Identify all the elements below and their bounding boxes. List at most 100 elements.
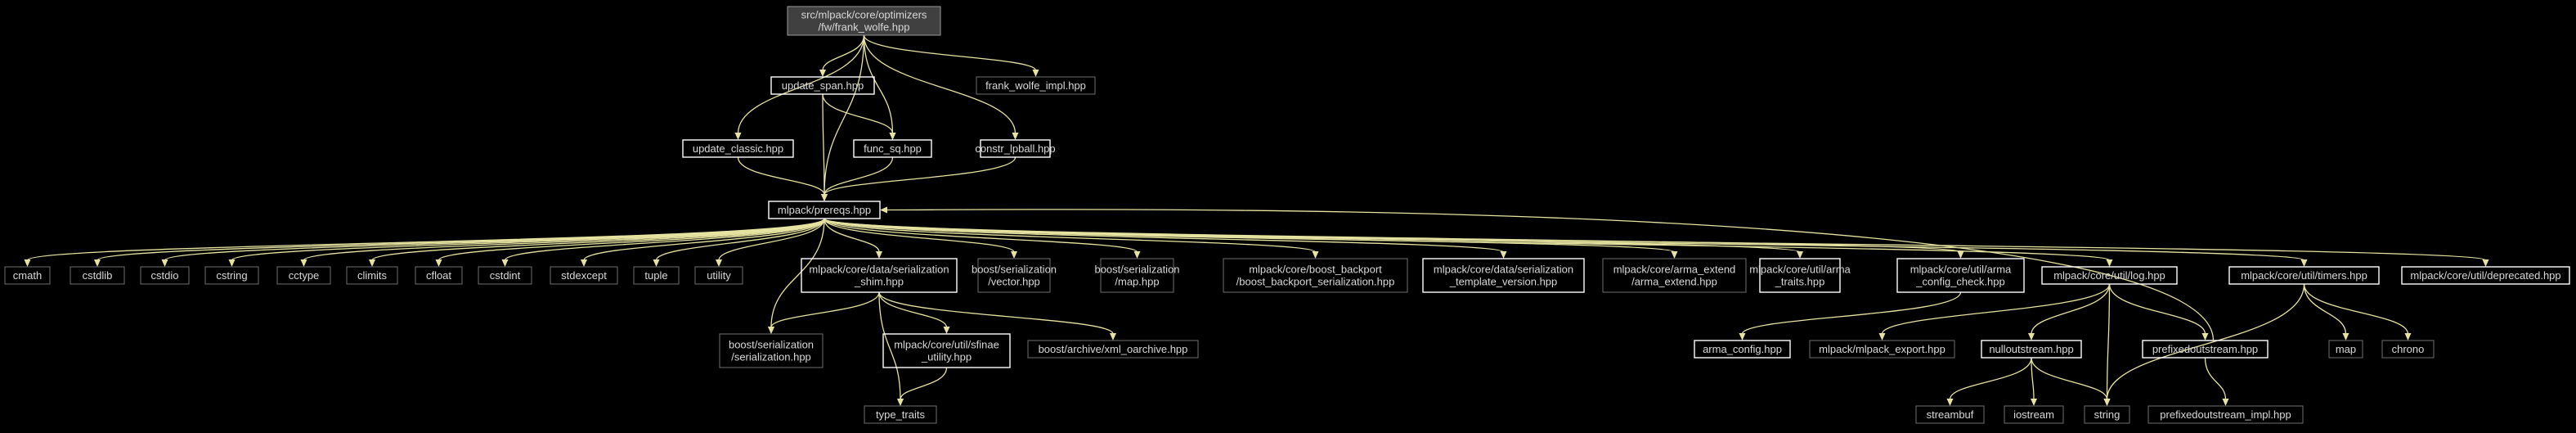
edge-func_sq-to-prereqs bbox=[824, 156, 894, 196]
edge-prereqs-to-timers bbox=[824, 218, 2305, 261]
node-box bbox=[787, 6, 941, 36]
arrowhead bbox=[1500, 251, 1507, 259]
node-update_span[interactable]: update_span.hpp bbox=[770, 76, 875, 95]
node-cstdio[interactable]: cstdio bbox=[140, 266, 190, 285]
node-arma_traits[interactable]: mlpack/core/util/arma_traits.hpp bbox=[1749, 258, 1851, 293]
node-fw_impl[interactable]: frank_wolfe_impl.hpp bbox=[976, 76, 1096, 95]
arrowhead bbox=[1946, 399, 1954, 406]
node-func_sq[interactable]: func_sq.hpp bbox=[853, 139, 932, 158]
node-deprecated[interactable]: mlpack/core/util/deprecated.hpp bbox=[2401, 266, 2570, 285]
node-label: prefixedoutstream_impl.hpp bbox=[2160, 408, 2291, 421]
node-tuple[interactable]: tuple bbox=[633, 266, 680, 285]
node-chrono[interactable]: chrono bbox=[2381, 340, 2435, 359]
node-streambuf[interactable]: streambuf bbox=[1915, 405, 1985, 424]
node-box bbox=[1422, 258, 1585, 293]
node-box bbox=[1100, 258, 1174, 293]
edge-ser_shim-to-type_traits bbox=[878, 291, 901, 400]
node-label: mlpack/core/util/deprecated.hpp bbox=[2410, 269, 2560, 282]
node-prereqs[interactable]: mlpack/prereqs.hpp bbox=[768, 201, 881, 219]
node-ser_template[interactable]: mlpack/core/data/serialization_template_… bbox=[1422, 258, 1585, 293]
node-timers[interactable]: mlpack/core/util/timers.hpp bbox=[2228, 266, 2380, 285]
arrowhead bbox=[1878, 333, 1886, 341]
node-xml_oarchive[interactable]: boost/archive/xml_oarchive.hpp bbox=[1027, 340, 1199, 359]
node-ser_shim[interactable]: mlpack/core/data/serialization_shim.hpp bbox=[801, 258, 958, 293]
node-label: /serialization.hpp bbox=[731, 351, 811, 363]
arrowhead bbox=[876, 251, 882, 259]
node-boost_map[interactable]: boost/serialization/map.hpp bbox=[1094, 258, 1180, 293]
node-cctype[interactable]: cctype bbox=[276, 266, 331, 285]
node-cstdint[interactable]: cstdint bbox=[478, 266, 532, 285]
node-label: mlpack/core/util/log.hpp bbox=[2053, 269, 2165, 282]
node-prefixed_impl[interactable]: prefixedoutstream_impl.hpp bbox=[2147, 405, 2304, 424]
arrowhead bbox=[716, 259, 722, 267]
node-label: cstdio bbox=[151, 269, 179, 282]
node-constr_lpball[interactable]: constr_lpball.hpp bbox=[975, 139, 1056, 158]
node-box bbox=[801, 258, 958, 293]
node-box bbox=[2401, 266, 2570, 285]
node-label: utility bbox=[707, 269, 731, 282]
node-arma_config[interactable]: arma_config.hpp bbox=[1694, 340, 1791, 359]
node-label: /boost_backport_serialization.hpp bbox=[1236, 276, 1395, 288]
arrowhead bbox=[369, 259, 375, 267]
arrowhead bbox=[161, 259, 168, 267]
node-label: iostream bbox=[2013, 408, 2054, 421]
node-boost_vector[interactable]: boost/serialization/vector.hpp bbox=[972, 258, 1057, 293]
arrowhead bbox=[1739, 333, 1746, 341]
node-climits[interactable]: climits bbox=[346, 266, 398, 285]
node-box bbox=[1981, 340, 2082, 359]
arrowhead bbox=[819, 70, 826, 77]
node-box bbox=[1915, 405, 1985, 424]
node-box bbox=[204, 266, 259, 285]
arrowhead bbox=[821, 194, 828, 201]
edge-nulloutstream-to-iostream bbox=[2031, 357, 2035, 400]
node-boost_backport[interactable]: mlpack/core/boost_backport/boost_backpor… bbox=[1223, 258, 1408, 293]
edge-root-to-prereqs bbox=[824, 34, 865, 196]
node-label: boost/serialization bbox=[972, 264, 1057, 276]
node-label: mlpack/core/util/timers.hpp bbox=[2241, 269, 2367, 282]
edge-prereqs-to-cctype bbox=[303, 218, 825, 261]
node-mlpack_export[interactable]: mlpack/mlpack_export.hpp bbox=[1809, 340, 1955, 359]
node-box bbox=[2084, 405, 2130, 424]
node-iostream[interactable]: iostream bbox=[2004, 405, 2064, 424]
node-cstdlib[interactable]: cstdlib bbox=[70, 266, 125, 285]
node-cstring[interactable]: cstring bbox=[204, 266, 259, 285]
node-label: stdexcept bbox=[561, 269, 607, 282]
edge-prereqs-to-cstring bbox=[231, 218, 825, 261]
node-root[interactable]: src/mlpack/core/optimizers/fw/frank_wolf… bbox=[787, 6, 941, 36]
node-label: update_span.hpp bbox=[782, 79, 864, 92]
node-box bbox=[882, 333, 1011, 368]
node-utility[interactable]: utility bbox=[694, 266, 743, 285]
arrowhead bbox=[1110, 333, 1116, 341]
node-nulloutstream[interactable]: nulloutstream.hpp bbox=[1981, 340, 2082, 359]
node-label: mlpack/core/util/arma bbox=[1749, 264, 1851, 276]
arrowhead bbox=[501, 259, 509, 267]
node-type_traits[interactable]: type_traits bbox=[864, 405, 937, 424]
node-log[interactable]: mlpack/core/util/log.hpp bbox=[2041, 266, 2178, 285]
edge-prefixedoutstream-to-prefixed_impl bbox=[2204, 357, 2227, 400]
node-label: mlpack/core/util/arma bbox=[1910, 264, 2012, 276]
node-label: func_sq.hpp bbox=[864, 142, 922, 155]
edge-prereqs-to-tuple bbox=[655, 218, 825, 261]
node-cfloat[interactable]: cfloat bbox=[415, 266, 463, 285]
arrowhead bbox=[24, 259, 31, 267]
arrowhead bbox=[2028, 333, 2035, 341]
node-box bbox=[853, 139, 932, 158]
node-cmath[interactable]: cmath bbox=[4, 266, 51, 285]
node-label: mlpack/mlpack_export.hpp bbox=[1819, 343, 1945, 355]
node-map[interactable]: map bbox=[2328, 340, 2363, 359]
node-label: arma_config.hpp bbox=[1703, 343, 1782, 355]
node-boost_serialization[interactable]: boost/serialization/serialization.hpp bbox=[719, 333, 824, 368]
node-arma_extend[interactable]: mlpack/core/arma_extend/arma_extend.hpp bbox=[1602, 258, 1747, 293]
node-update_classic[interactable]: update_classic.hpp bbox=[682, 139, 794, 158]
node-prefixedoutstream[interactable]: prefixedoutstream.hpp bbox=[2142, 340, 2269, 359]
node-label: cstdlib bbox=[83, 269, 113, 282]
node-arma_config_check[interactable]: mlpack/core/util/arma_config_check.hpp bbox=[1896, 258, 2025, 293]
arrowhead bbox=[435, 259, 442, 267]
node-label: _utility.hpp bbox=[921, 351, 972, 363]
node-box bbox=[478, 266, 532, 285]
node-box bbox=[2142, 340, 2269, 359]
node-string[interactable]: string bbox=[2084, 405, 2130, 424]
node-stdexcept[interactable]: stdexcept bbox=[550, 266, 618, 285]
node-sfinae[interactable]: mlpack/core/util/sfinae_utility.hpp bbox=[882, 333, 1011, 368]
arrowhead bbox=[734, 133, 742, 140]
